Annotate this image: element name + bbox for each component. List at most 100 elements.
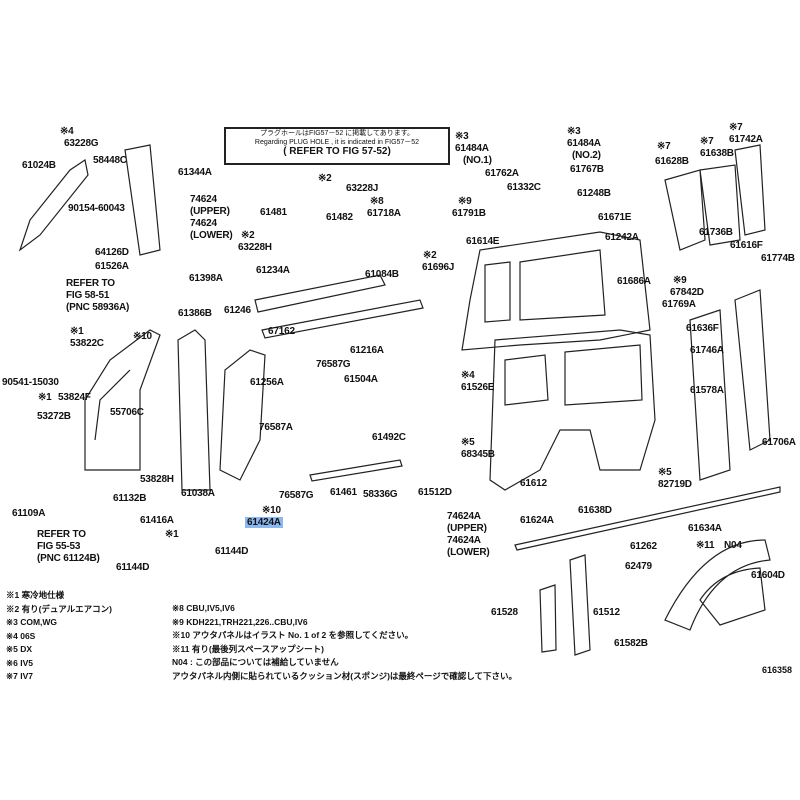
part-number-label[interactable]: 61638D	[578, 505, 612, 516]
part-number-label[interactable]: 61578A	[690, 385, 724, 396]
legend-note: アウタパネル内側に貼られているクッション材(スポンジ)は最終ページで確認して下さ…	[172, 670, 517, 681]
part-number-label[interactable]: 61528	[491, 607, 518, 618]
part-number-label[interactable]: 74624	[190, 218, 217, 229]
part-number-label[interactable]: 61132B	[113, 493, 147, 504]
part-number-label[interactable]: 61791B	[452, 208, 486, 219]
part-number-label[interactable]: 53822C	[70, 338, 104, 349]
part-number-label[interactable]: 61774B	[761, 253, 795, 264]
part-number-label[interactable]: 61242A	[605, 232, 639, 243]
part-number-label[interactable]: 61604D	[751, 570, 785, 581]
part-number-label[interactable]: 61461	[330, 487, 357, 498]
part-number-label[interactable]: 61216A	[350, 345, 384, 356]
part-note-label: FIG 55-53	[37, 541, 81, 552]
part-number-label[interactable]: 61746A	[690, 345, 724, 356]
part-number-label[interactable]: 61512	[593, 607, 620, 618]
part-number-label[interactable]: 61416A	[140, 515, 174, 526]
part-note-label: ※1	[165, 529, 179, 540]
part-note-label: ※8	[370, 196, 384, 207]
part-number-label[interactable]: 61628B	[655, 156, 689, 167]
part-number-label[interactable]: 61234A	[256, 265, 290, 276]
part-number-label[interactable]: 61614E	[466, 236, 500, 247]
part-number-label[interactable]: 61638B	[700, 148, 734, 159]
part-number-label[interactable]: 53824F	[58, 392, 91, 403]
part-number-label[interactable]: 68345B	[461, 449, 495, 460]
part-number-label[interactable]: 61762A	[485, 168, 519, 179]
part-number-label[interactable]: 61512D	[418, 487, 452, 498]
part-number-label[interactable]: 55706C	[110, 407, 144, 418]
part-number-label[interactable]: 61686A	[617, 276, 651, 287]
part-number-label[interactable]: 61736B	[699, 227, 733, 238]
part-number-label[interactable]: 61696J	[422, 262, 455, 273]
rear-pillar	[219, 349, 266, 481]
part-number-label[interactable]: 61024B	[22, 160, 56, 171]
a-pillar-inner	[124, 144, 161, 256]
part-number-label[interactable]: 61742A	[729, 134, 763, 145]
part-number-label[interactable]: 61671E	[598, 212, 632, 223]
part-number-label[interactable]: 90541-15030	[2, 377, 59, 388]
front-pillar	[84, 329, 161, 471]
part-note-label: N04	[724, 540, 742, 551]
part-number-label[interactable]: 62479	[625, 561, 652, 572]
part-number-label-selected[interactable]: 61424A	[245, 517, 283, 528]
part-number-label[interactable]: 67162	[268, 326, 295, 337]
part-number-label[interactable]: 61526A	[95, 261, 129, 272]
part-note-label: ※10	[262, 505, 281, 516]
part-number-label[interactable]: 74624	[190, 194, 217, 205]
part-number-label[interactable]: 61398A	[189, 273, 223, 284]
part-number-label[interactable]: 61706A	[762, 437, 796, 448]
part-number-label[interactable]: 64126D	[95, 247, 129, 258]
part-number-label[interactable]: 61038A	[181, 488, 215, 499]
part-number-label[interactable]: 61526E	[461, 382, 495, 393]
part-number-label[interactable]: 61109A	[12, 508, 46, 519]
part-note-label: REFER TO	[37, 529, 86, 540]
part-number-label[interactable]: 74624A	[447, 535, 481, 546]
part-number-label[interactable]: 61344A	[178, 167, 212, 178]
rear-corner-panels	[664, 144, 766, 251]
part-number-label[interactable]: 53828H	[140, 474, 174, 485]
part-number-label[interactable]: 61256A	[250, 377, 284, 388]
part-number-label[interactable]: 61612	[520, 478, 547, 489]
part-number-label[interactable]: 61248B	[577, 188, 611, 199]
part-note-label: ※7	[729, 122, 743, 133]
part-number-label[interactable]: 61386B	[178, 308, 212, 319]
part-number-label[interactable]: 58448C	[93, 155, 127, 166]
part-number-label[interactable]: 61144D	[116, 562, 150, 573]
part-number-label[interactable]: 61582B	[614, 638, 648, 649]
part-number-label[interactable]: 67842D	[670, 287, 704, 298]
part-note-label: ※1	[70, 326, 84, 337]
part-number-label[interactable]: 61246	[224, 305, 251, 316]
part-number-label[interactable]: 61718A	[367, 208, 401, 219]
part-number-label[interactable]: 61616F	[730, 240, 763, 251]
part-number-label[interactable]: 61144D	[215, 546, 249, 557]
part-number-label[interactable]: 74624A	[447, 511, 481, 522]
part-number-label[interactable]: 61482	[326, 212, 353, 223]
part-note-label: ※10	[133, 331, 152, 342]
part-number-label[interactable]: 61636F	[686, 323, 719, 334]
part-number-label[interactable]: 61084B	[365, 269, 399, 280]
part-number-label[interactable]: 61484A	[567, 138, 601, 149]
part-number-label[interactable]: 53272B	[37, 411, 71, 422]
part-number-label[interactable]: 82719D	[658, 479, 692, 490]
part-number-label[interactable]: 76587G	[316, 359, 351, 370]
part-number-label[interactable]: 76587A	[259, 422, 293, 433]
part-number-label[interactable]: 58336G	[363, 489, 398, 500]
part-number-label[interactable]: 61634A	[688, 523, 722, 534]
lower-pillars	[539, 554, 591, 656]
part-number-label[interactable]: 61624A	[520, 515, 554, 526]
part-number-label[interactable]: 61481	[260, 207, 287, 218]
legend-note: ※2 有り(デュアルエアコン)	[6, 603, 112, 614]
part-number-label[interactable]: 61504A	[344, 374, 378, 385]
part-number-label[interactable]: 76587G	[279, 490, 314, 501]
part-number-label[interactable]: 63228G	[64, 138, 99, 149]
part-number-label[interactable]: 63228H	[238, 242, 272, 253]
part-number-label[interactable]: 61262	[630, 541, 657, 552]
part-number-label[interactable]: 61769A	[662, 299, 696, 310]
side-window	[484, 249, 606, 323]
part-number-label[interactable]: 61332C	[507, 182, 541, 193]
part-number-label[interactable]: 63228J	[346, 183, 379, 194]
part-number-label[interactable]: 90154-60043	[68, 203, 125, 214]
part-number-label[interactable]: 61484A	[455, 143, 489, 154]
part-number-label[interactable]: 61492C	[372, 432, 406, 443]
part-number-label[interactable]: 61767B	[570, 164, 604, 175]
